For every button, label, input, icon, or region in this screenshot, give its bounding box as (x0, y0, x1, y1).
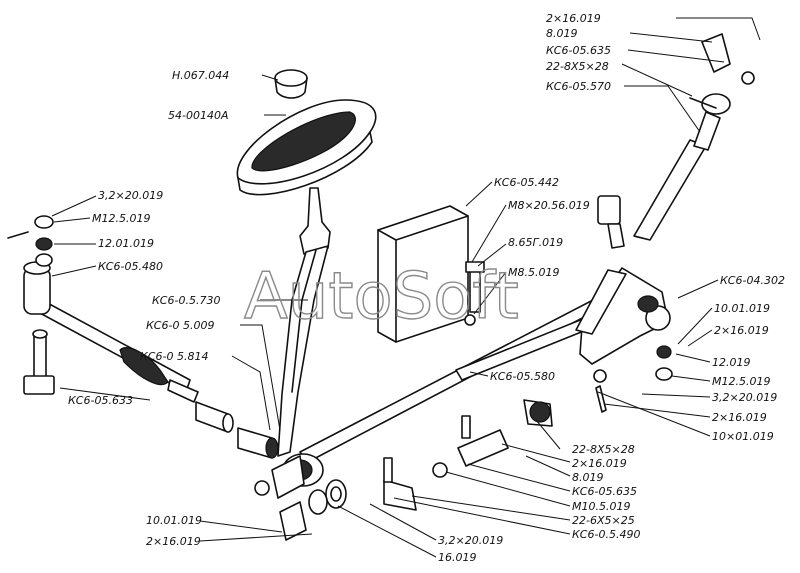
callout-label: 22-6X5×25 (572, 514, 635, 527)
callout-label: 3,2×20.019 (438, 534, 503, 547)
callout-label: 8.65Г.019 (508, 236, 563, 249)
mounting-bracket (377, 205, 469, 343)
callout-label: КС6-04.302 (720, 274, 785, 287)
callout-label: КС6-0 5.009 (146, 319, 214, 332)
upper-pin-sleeve (597, 195, 625, 249)
callout-label: М8.5.019 (508, 266, 559, 279)
pedal-pad (236, 99, 377, 196)
leader-lines (51, 17, 761, 558)
callout-label: 54-00140А (168, 109, 228, 122)
left-shaft-assembly (23, 261, 199, 403)
callout-label: М8×20.56.019 (508, 199, 590, 212)
callout-label: 22-8X5×28 (572, 443, 635, 456)
callout-label: КС6-05.635 (546, 44, 611, 57)
callout-label: 2×16.019 (546, 12, 601, 25)
callout-label: Н.067.044 (172, 69, 229, 82)
callout-label: 10×01.019 (712, 430, 774, 443)
callout-label: КС6-05.570 (546, 80, 611, 93)
right-small-parts (593, 345, 673, 413)
bushings-left (195, 401, 279, 459)
callout-label: 2×16.019 (712, 411, 767, 424)
watermark: AutoSoft (244, 260, 519, 334)
callout-label: КС6-05.442 (494, 176, 559, 189)
callout-label: 8.019 (572, 471, 604, 484)
callout-label: 2×16.019 (714, 324, 769, 337)
callout-label: М10.5.019 (572, 500, 630, 513)
callout-label: 16.019 (438, 551, 477, 564)
callout-label: 10.01.019 (146, 514, 202, 527)
callout-label: КС6-05.633 (68, 394, 133, 407)
lower-yoke-parts (383, 399, 553, 511)
callout-label: 22-8X5×28 (546, 60, 609, 73)
left-bolt (23, 329, 55, 395)
bushing-washers (279, 479, 347, 541)
callout-label: 2×16.019 (572, 457, 627, 470)
callout-label: КС6-0.5.490 (572, 528, 640, 541)
upper-rod-assembly (633, 33, 755, 241)
callout-label: КС6-0 5.814 (140, 350, 208, 363)
callout-label: М12.5.019 (712, 375, 770, 388)
callout-label: 8.019 (546, 27, 578, 40)
callout-label: М12.5.019 (92, 212, 150, 225)
callout-label: 12.01.019 (98, 237, 154, 250)
callout-label: КС6-05.635 (572, 485, 637, 498)
callout-labels: 2×16.019 8.019 КС6-05.635 22-8X5×28 КС6-… (68, 12, 785, 564)
left-nut-washer-stack (7, 215, 54, 267)
cap-plug (274, 69, 308, 99)
callout-label: 12.019 (712, 356, 751, 369)
callout-label: 10.01.019 (714, 302, 770, 315)
callout-label: 3,2×20.019 (712, 391, 777, 404)
callout-label: КС6-05.580 (490, 370, 555, 383)
callout-label: 2×16.019 (146, 535, 201, 548)
callout-label: 3,2×20.019 (98, 189, 163, 202)
right-lever-arm (575, 267, 671, 365)
callout-label: КС6-05.480 (98, 260, 163, 273)
callout-label: КС6-0.5.730 (152, 294, 220, 307)
